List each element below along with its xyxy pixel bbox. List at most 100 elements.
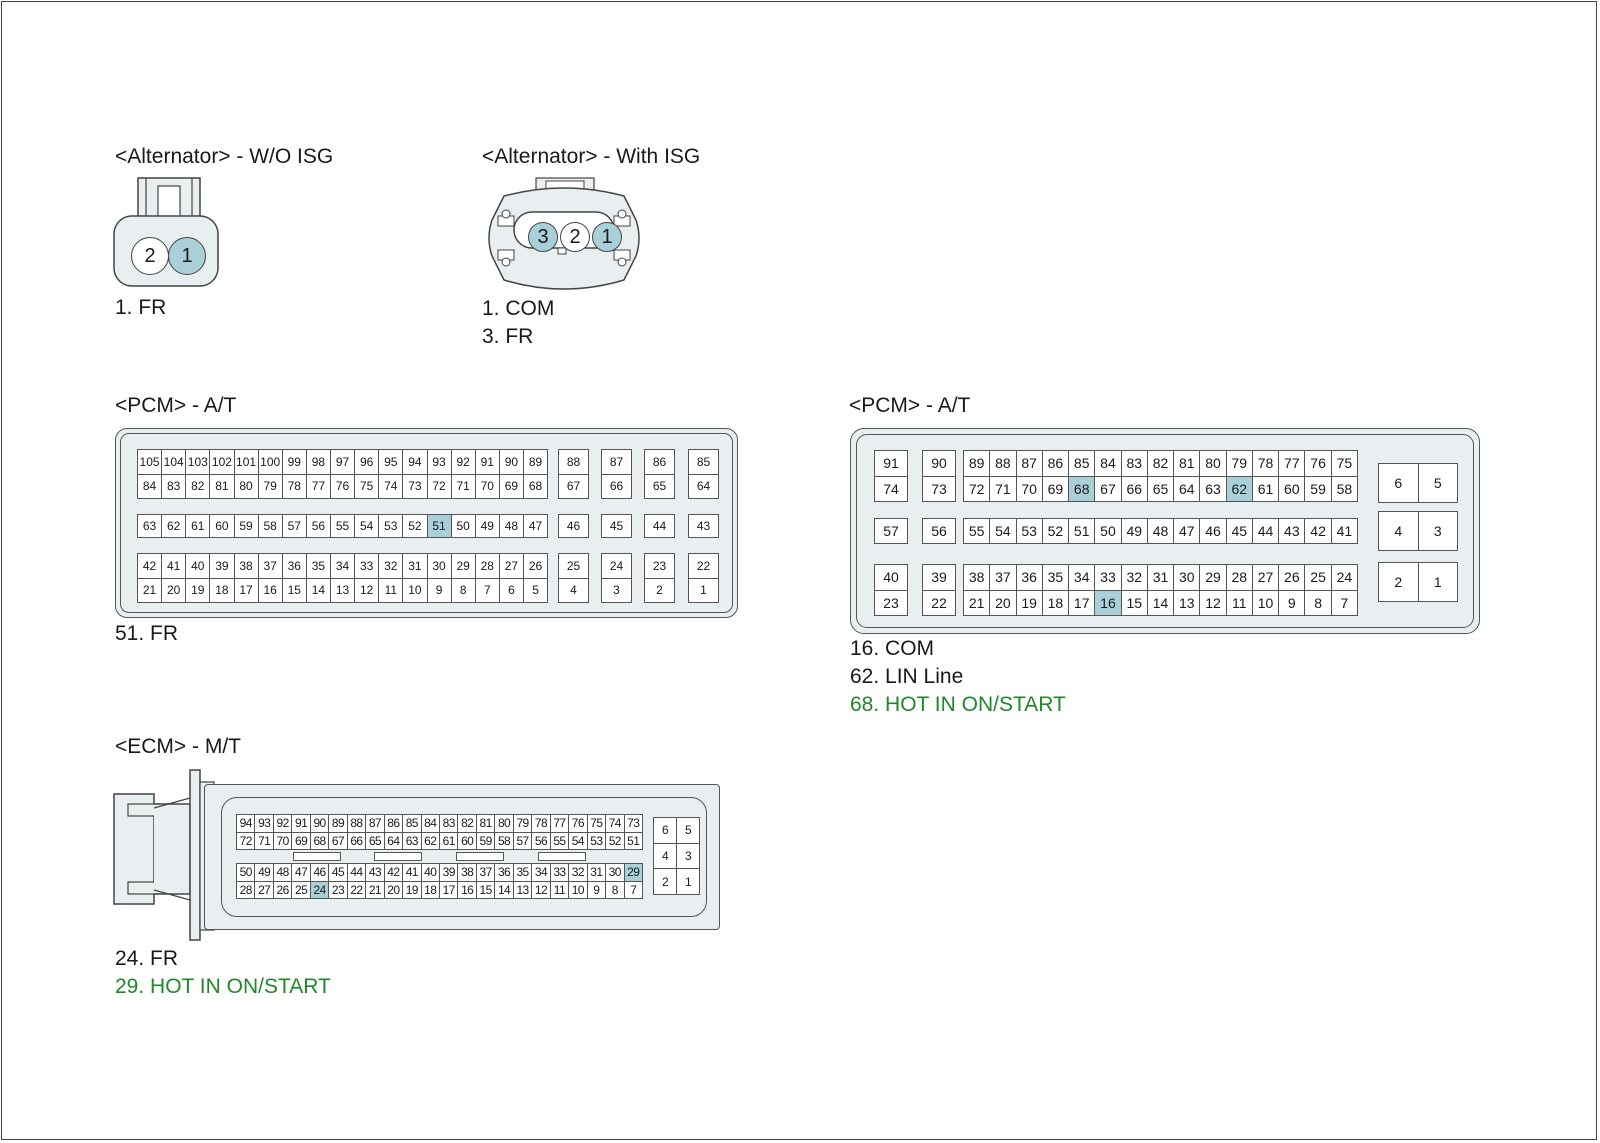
pcm2-pin-row: 40 bbox=[875, 565, 907, 590]
pcm2-pin-31: 31 bbox=[1146, 565, 1173, 590]
ecm-pin-9: 9 bbox=[586, 881, 605, 898]
pcm2-pin-76: 76 bbox=[1304, 451, 1330, 476]
ecm-pin-71: 71 bbox=[254, 832, 272, 849]
pcm1-pin-38: 38 bbox=[233, 554, 258, 578]
pcm2-pin-4: 4 bbox=[1394, 523, 1403, 539]
pcm2-pin-32: 32 bbox=[1120, 565, 1147, 590]
pcm1-pin-63: 63 bbox=[142, 519, 157, 533]
ecm-pin-37: 37 bbox=[475, 864, 494, 881]
ecm-pin-42: 42 bbox=[383, 864, 402, 881]
pcm2-pin-42: 42 bbox=[1304, 519, 1330, 543]
ecm-pin-61: 61 bbox=[438, 832, 457, 849]
pcm1-pin-row: 86 bbox=[645, 450, 674, 474]
ecm-pin-86: 86 bbox=[383, 815, 402, 832]
pcm2-pin-18: 18 bbox=[1041, 590, 1068, 615]
pcm1-pin-61: 61 bbox=[185, 515, 209, 537]
pcm1-pin-58: 58 bbox=[257, 515, 282, 537]
pcm1-pin-row: 25 bbox=[559, 554, 588, 578]
pcm2-pin-60: 60 bbox=[1278, 476, 1304, 501]
pcm2-pin-7: 7 bbox=[1330, 590, 1357, 615]
pcm1-pin-26: 26 bbox=[523, 554, 547, 578]
pcm1-pin-104: 104 bbox=[161, 450, 185, 474]
pcm1-pin-72: 72 bbox=[426, 474, 451, 498]
pcm1-pin-7: 7 bbox=[474, 578, 499, 602]
ecm-pin-81: 81 bbox=[475, 815, 494, 832]
pcm1-pin-93: 93 bbox=[426, 450, 451, 474]
pcm1-pin-row: 22 bbox=[689, 554, 718, 578]
pcm1-pin-57: 57 bbox=[281, 515, 306, 537]
pcm2-pin-13: 13 bbox=[1173, 590, 1199, 615]
pcm2-pin-24: 24 bbox=[1330, 565, 1357, 590]
ecm-pin-31: 31 bbox=[586, 864, 605, 881]
ecm-pin-41: 41 bbox=[402, 864, 420, 881]
pcm2-pin-15: 15 bbox=[1120, 590, 1147, 615]
pcm1-pin-88: 88 bbox=[566, 454, 581, 469]
pcm1-pin-row: 88 bbox=[559, 450, 588, 474]
pcm1-pin-35: 35 bbox=[305, 554, 330, 578]
ecm-pin-53: 53 bbox=[586, 832, 605, 849]
ecm-pin-21: 21 bbox=[365, 881, 383, 898]
pcm2-pin-40: 40 bbox=[883, 569, 899, 586]
pcm1-pin-70: 70 bbox=[474, 474, 499, 498]
pcm2-pin-50: 50 bbox=[1094, 519, 1120, 543]
pcm1-pin-96: 96 bbox=[354, 450, 378, 474]
ecm-pin-11: 11 bbox=[549, 881, 568, 898]
pcm2-pin-70: 70 bbox=[1015, 476, 1042, 501]
pcm1-pin-94: 94 bbox=[402, 450, 426, 474]
ecm-pin-5: 5 bbox=[676, 818, 699, 843]
pcm1-pin-50: 50 bbox=[450, 515, 475, 537]
pcm2-pin-66: 66 bbox=[1120, 476, 1147, 501]
pcm2-pin-56: 56 bbox=[931, 523, 947, 539]
ecm-pin-43: 43 bbox=[365, 864, 383, 881]
ecm-pin-24: 24 bbox=[309, 881, 329, 898]
ecm-pin-55: 55 bbox=[549, 832, 568, 849]
pcm2-pin-3: 3 bbox=[1417, 512, 1458, 550]
alt_with_isg-pin-2: 2 bbox=[560, 222, 590, 252]
ecm-legend-item: 29. HOT IN ON/START bbox=[115, 975, 331, 998]
ecm-pin-34: 34 bbox=[531, 864, 549, 881]
pcm1-pin-52: 52 bbox=[402, 515, 426, 537]
pcm2-pin-17: 17 bbox=[1068, 590, 1094, 615]
pcm1-pin-42: 42 bbox=[142, 558, 157, 573]
ecm-pin-7: 7 bbox=[623, 881, 642, 898]
pcm1-pin-85: 85 bbox=[696, 454, 711, 469]
pcm2-pin-21: 21 bbox=[968, 594, 985, 611]
ecm-pin-14: 14 bbox=[494, 881, 512, 898]
pcm2-pin-row: 57 bbox=[875, 519, 907, 543]
ecm-pin-63: 63 bbox=[402, 832, 420, 849]
pcm1-pin-102: 102 bbox=[209, 450, 233, 474]
pcm1-pin-62: 62 bbox=[161, 515, 185, 537]
ecm-pin-26: 26 bbox=[272, 881, 291, 898]
ecm-pin-36: 36 bbox=[494, 864, 512, 881]
pcm1-pin-101: 101 bbox=[233, 450, 258, 474]
pcm1-pin-16: 16 bbox=[257, 578, 282, 602]
pcm1-pin-row: 43 bbox=[689, 515, 718, 537]
pcm2-pin-33: 33 bbox=[1094, 565, 1120, 590]
ecm-pin-8: 8 bbox=[605, 881, 623, 898]
ecm-pin-75: 75 bbox=[586, 815, 605, 832]
ecm-pin-33: 33 bbox=[549, 864, 568, 881]
pcm2-pin-row: 91 bbox=[875, 451, 907, 476]
pcm1-pin-row: 67 bbox=[559, 473, 588, 499]
ecm-pin-39: 39 bbox=[438, 864, 457, 881]
ecm-pin-64: 64 bbox=[383, 832, 402, 849]
pcm1-pin-28: 28 bbox=[474, 554, 499, 578]
pcm2-pin-19: 19 bbox=[1015, 590, 1042, 615]
pcm1-pin-30: 30 bbox=[426, 554, 451, 578]
alt-with-isg-title: <Alternator> - With ISG bbox=[482, 145, 701, 168]
ecm-pin-76: 76 bbox=[568, 815, 586, 832]
ecm-pin-69: 69 bbox=[291, 832, 309, 849]
pcm2-pin-16: 16 bbox=[1094, 590, 1121, 615]
ecm-pin-52: 52 bbox=[605, 832, 623, 849]
pcm2-pin-5: 5 bbox=[1417, 464, 1458, 502]
ecm-pin-23: 23 bbox=[328, 881, 346, 898]
ecm-pin-25: 25 bbox=[291, 881, 309, 898]
pcm2-pin-57: 57 bbox=[883, 523, 899, 539]
ecm-pin-32: 32 bbox=[568, 864, 586, 881]
ecm-pin-44: 44 bbox=[346, 864, 365, 881]
